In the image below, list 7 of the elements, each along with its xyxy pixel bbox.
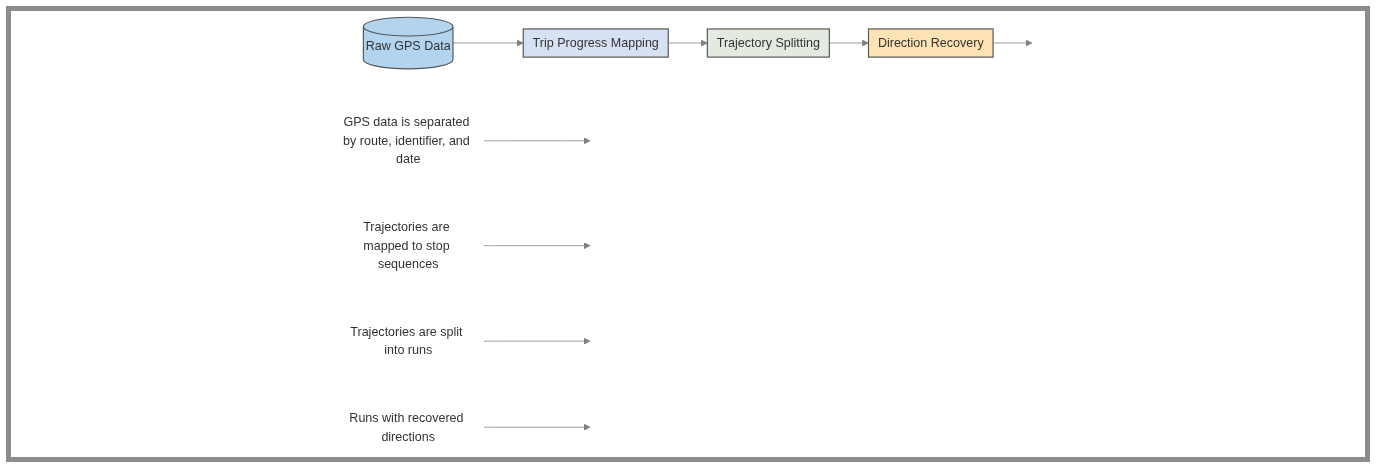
node-text: Trajectories are split into runs bbox=[350, 324, 463, 357]
node-text: GPS data is separated by route, identifier, and date bbox=[343, 114, 471, 166]
node-box: Direction Recovery bbox=[868, 28, 994, 58]
node-text: Runs with recovered directions bbox=[349, 410, 464, 443]
node-text: Trajectories are mapped to stop sequences bbox=[363, 219, 451, 271]
node-box: Trip Progress Mapping bbox=[522, 28, 670, 58]
node-box: Trajectory Splitting bbox=[707, 28, 831, 58]
